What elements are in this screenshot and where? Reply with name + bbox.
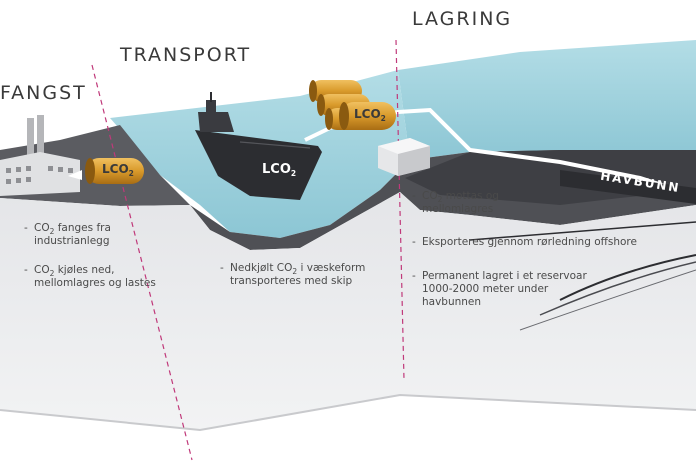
block-bottom-edge xyxy=(0,393,696,432)
block-front xyxy=(0,192,696,430)
storage-note-2: -Eksporteres gjennom rørledning offshore xyxy=(412,236,637,248)
reservoir-layer-2 xyxy=(539,261,696,316)
factory-icon xyxy=(0,115,82,196)
divider-transport-storage xyxy=(395,39,405,381)
storage-tank-label: LCO2 xyxy=(354,107,386,123)
heading-transport: TRANSPORT xyxy=(120,44,252,66)
seabed-band xyxy=(560,170,696,204)
heading-capture: FANGST xyxy=(0,82,87,104)
divider-capture-transport xyxy=(91,64,193,461)
reservoir-layer-1 xyxy=(559,254,696,301)
reservoir-layer-4 xyxy=(519,269,696,331)
reservoir-layer-3 xyxy=(469,221,696,241)
ship-icon xyxy=(195,92,322,200)
terminal-building-icon xyxy=(378,138,430,176)
capture-note-1: -CO2 fanges fra industrianlegg xyxy=(24,222,111,247)
storage-note-1: -CO2 mottas og mellomlagres xyxy=(412,190,499,215)
heading-storage: LAGRING xyxy=(412,8,513,30)
ship-label: LCO2 xyxy=(262,162,297,178)
storage-note-3: -Permanent lagret i et reservoar 1000-20… xyxy=(412,270,587,308)
storage-lco2-tanks xyxy=(309,80,396,130)
storage-sea xyxy=(398,40,696,160)
transport-note-1: -Nedkjølt CO2 i væskeform transporteres … xyxy=(220,262,366,287)
capture-note-2: -CO2 kjøles ned, mellomlagres og lastes xyxy=(24,264,156,289)
capture-lco2-tank xyxy=(85,158,144,184)
capture-tank-label: LCO2 xyxy=(102,162,134,178)
